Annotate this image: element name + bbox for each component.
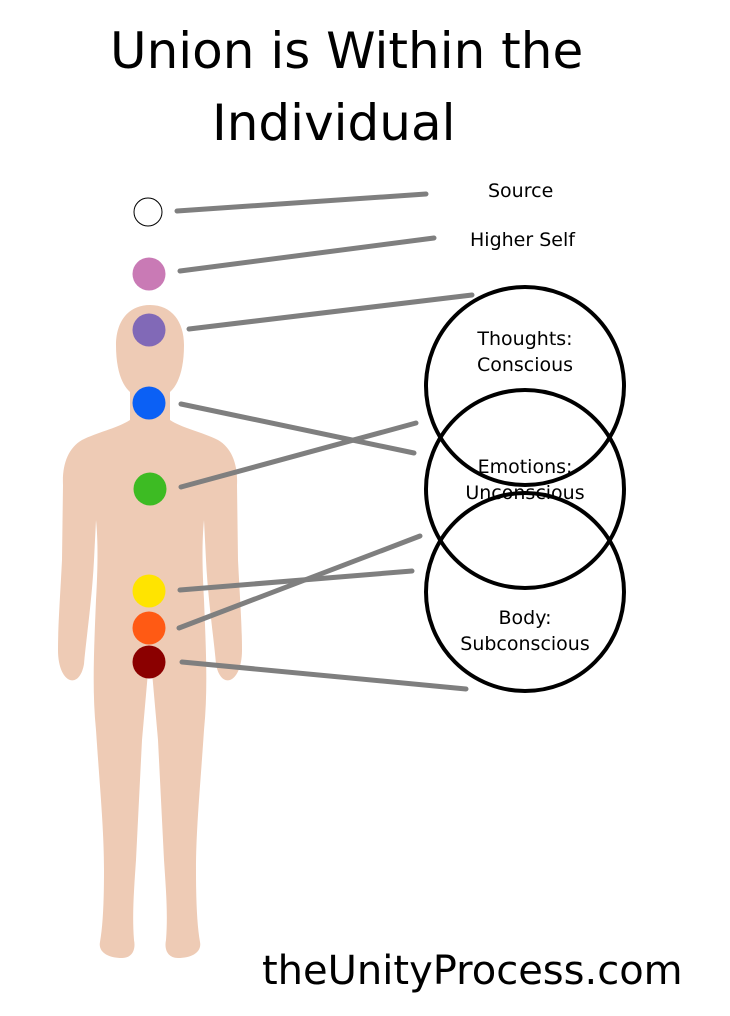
chakra-points [132, 197, 167, 679]
title-line-2: Individual [212, 94, 456, 152]
ring-thoughts [424, 285, 626, 487]
chakra-root [132, 645, 166, 679]
consciousness-rings [424, 285, 626, 693]
chakra-source [133, 197, 163, 227]
title-line-1: Union is Within the [110, 22, 584, 80]
connector-solar-plexus [177, 568, 415, 593]
label-source: Source [488, 180, 554, 202]
chakra-higher-self [132, 257, 166, 291]
connector-crown [186, 292, 475, 332]
label-unconscious: Unconscious [465, 482, 585, 504]
connector-heart [178, 420, 419, 490]
footer-website: theUnityProcess.com [262, 948, 683, 994]
label-conscious: Conscious [476, 354, 574, 376]
chakra-throat [132, 386, 166, 420]
label-body: Body: [498, 607, 552, 629]
connector-throat [178, 401, 417, 456]
chakra-heart [133, 472, 167, 506]
connector-source [174, 191, 429, 214]
label-subconscious: Subconscious [460, 633, 590, 655]
connector-higher-self [177, 235, 437, 274]
connector-lines [174, 191, 475, 692]
label-thoughts: Thoughts: [477, 328, 573, 350]
connector-root [179, 659, 469, 692]
chakra-sacral [132, 611, 166, 645]
chakra-solar-plexus [132, 574, 166, 608]
connector-sacral [176, 533, 423, 631]
ring-emotions [424, 388, 626, 590]
chakra-crown [132, 313, 166, 347]
label-higher-self: Higher Self [470, 229, 575, 251]
ring-body [424, 491, 626, 693]
label-emotions: Emotions: [477, 456, 573, 478]
